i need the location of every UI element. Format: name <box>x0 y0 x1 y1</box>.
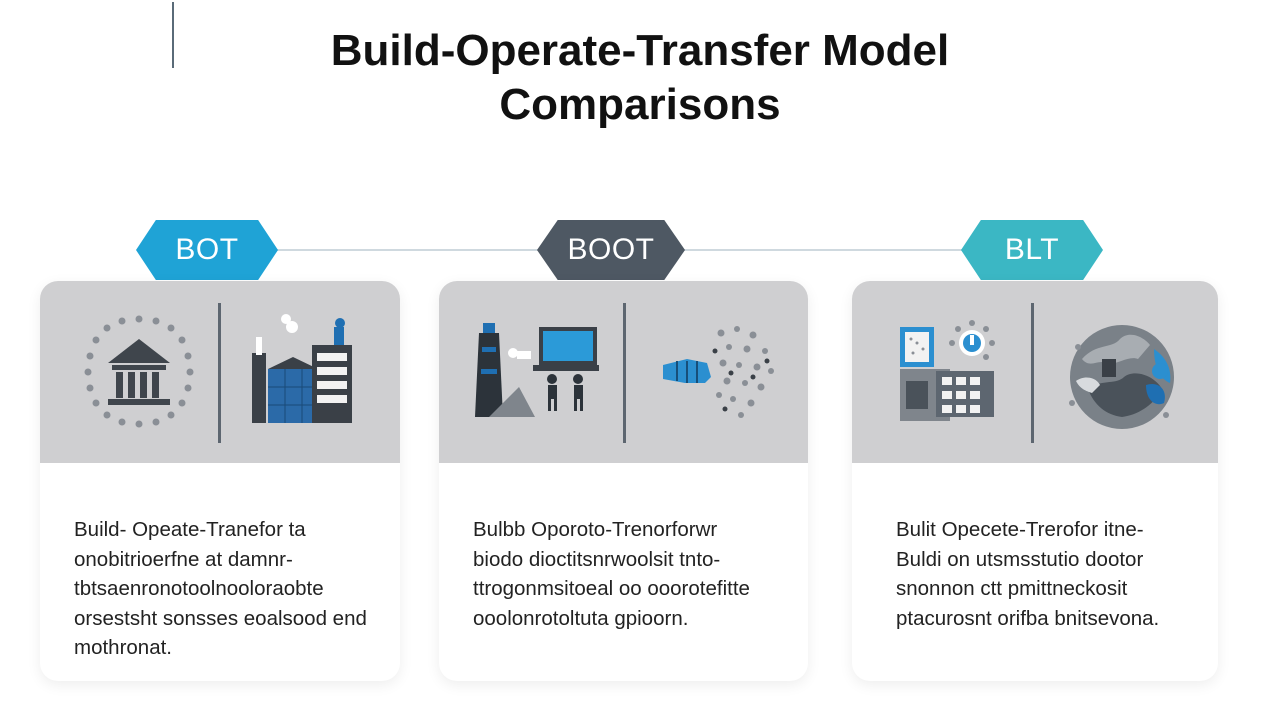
badge-label: BOT <box>175 233 239 266</box>
industrial-factory-icon <box>248 313 358 425</box>
description-line: mothronat. <box>74 636 172 659</box>
title-line-2: Comparisons <box>499 80 781 129</box>
operations-panel-icon <box>896 319 1006 423</box>
description-line: ooolonrotoltuta gpioorn. <box>473 606 689 630</box>
card-description: Bulbb Oporoto-Trenorforwr biodo dioctits… <box>473 515 786 633</box>
card-boot: Bulbb Oporoto-Trenorforwr biodo dioctits… <box>439 281 808 681</box>
description-line: biodo dioctitsnrwoolsit tnto- <box>473 547 721 571</box>
card-bot: Build- Opeate-Tranefor ta onobitrioerfne… <box>40 281 400 681</box>
global-handover-icon <box>1062 319 1182 431</box>
card-illustration-panel <box>40 281 400 463</box>
panel-divider <box>1031 303 1034 443</box>
description-line: Build- Opeate-Tranefor ta <box>74 518 306 541</box>
description-line: Bulit Opecete-Trerofor itne- <box>896 518 1144 541</box>
construction-team-icon <box>469 313 599 423</box>
badge-label: BOOT <box>567 233 655 266</box>
description-line: ptacurosnt orifba bnitsevona. <box>896 606 1160 630</box>
government-building-icon <box>74 311 204 431</box>
description-line: ttrogonmsitoeal oo ooorotefitte <box>473 577 750 600</box>
description-line: orsestsht sonsses eoalsood end <box>74 606 367 630</box>
description-line: tbtsaenronotoolnooloraobte <box>74 577 324 600</box>
accent-bar <box>172 2 174 68</box>
title-line-1: Build-Operate-Transfer Model <box>330 26 950 75</box>
panel-divider <box>623 303 626 443</box>
badge-blt: BLT <box>961 220 1103 280</box>
card-description: Bulit Opecete-Trerofor itne- Buldi on ut… <box>896 515 1196 633</box>
description-line: Buldi on utsmsstutio dootor <box>896 547 1144 571</box>
badge-boot: BOOT <box>537 220 685 280</box>
card-illustration-panel <box>439 281 808 463</box>
card-blt: Bulit Opecete-Trerofor itne- Buldi on ut… <box>852 281 1218 681</box>
card-description: Build- Opeate-Tranefor ta onobitrioerfne… <box>74 515 378 663</box>
panel-divider <box>218 303 221 443</box>
badge-bot: BOT <box>136 220 278 280</box>
network-handshake-icon <box>657 321 777 421</box>
description-line: Bulbb Oporoto-Trenorforwr <box>473 518 718 541</box>
description-line: snonnon ctt pmittneckosit <box>896 577 1128 600</box>
card-illustration-panel <box>852 281 1218 463</box>
badge-label: BLT <box>1004 233 1060 266</box>
description-line: onobitrioerfne at damnr- <box>74 547 293 571</box>
page-title: Build-Operate-Transfer Model Comparisons <box>0 24 1280 132</box>
